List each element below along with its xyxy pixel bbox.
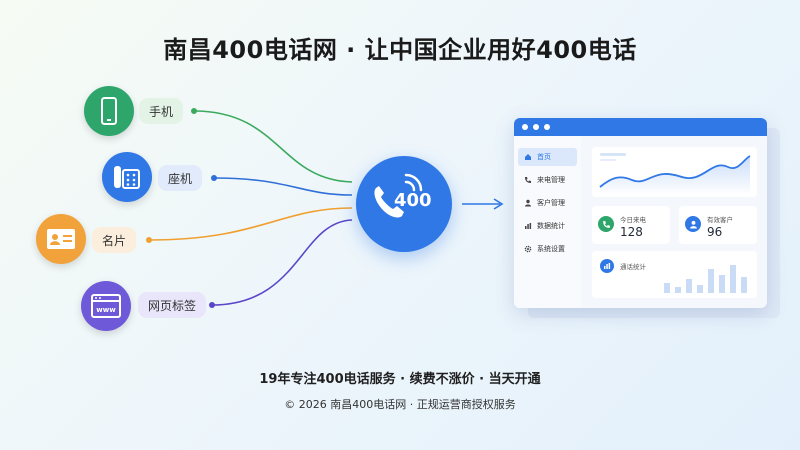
trend-line-chart [599, 153, 751, 195]
phone-call-icon [374, 186, 404, 218]
dashboard-window: 首页 来电管理 客户管理 数据统计 系统设置 [514, 118, 767, 308]
chart-subtitle-placeholder [600, 159, 616, 161]
user-icon [525, 199, 531, 207]
sidebar-item-calls[interactable]: 来电管理 [518, 171, 577, 189]
line-mobile-dot [191, 108, 197, 114]
sidebar-item-label: 客户管理 [537, 199, 565, 207]
phone-icon [598, 216, 614, 232]
stat-value: 128 [620, 225, 643, 239]
sidebar-item-customers[interactable]: 客户管理 [518, 194, 577, 212]
home-icon [525, 154, 531, 160]
window-titlebar [514, 118, 767, 136]
business-card-icon [36, 214, 86, 264]
line-mobile [193, 110, 353, 183]
call-statistics-label: 通话统计 [620, 263, 646, 271]
tagline: 19年专注400电话服务 · 续费不涨价 · 当天开通 [259, 372, 541, 387]
gear-icon [524, 245, 532, 253]
web-page-icon: www [81, 281, 131, 331]
source-label-card: 名片 [92, 227, 137, 253]
desk-phone-icon [102, 152, 152, 202]
window-dot [544, 124, 550, 130]
user-icon [685, 216, 701, 232]
mobile-phone-icon [84, 86, 134, 136]
sidebar-item-label: 数据统计 [537, 222, 565, 230]
page-title: 南昌400电话网 · 让中国企业用好400电话 [163, 36, 637, 64]
line-desk [213, 177, 353, 196]
dashboard-sidebar: 首页 来电管理 客户管理 数据统计 系统设置 [514, 136, 581, 308]
sidebar-item-settings[interactable]: 系统设置 [518, 240, 577, 258]
hub-400-circle: 400 [356, 156, 452, 252]
stat-label: 今日来电 [620, 216, 646, 224]
line-card [148, 207, 353, 241]
line-web [211, 219, 353, 306]
source-label-web: 网页标签 [138, 292, 207, 318]
trend-line [599, 155, 751, 188]
mini-bar-chart [664, 265, 747, 293]
sidebar-item-home[interactable]: 首页 [518, 148, 577, 166]
window-dot [522, 124, 528, 130]
line-desk-dot [211, 175, 217, 181]
signal-waves-icon [404, 173, 423, 192]
sidebar-item-label: 系统设置 [537, 245, 565, 253]
trend-chart-card [592, 147, 757, 197]
hub-number: 400 [394, 190, 432, 211]
sidebar-item-label: 来电管理 [537, 176, 565, 184]
source-label-mobile: 手机 [139, 98, 184, 124]
phone-icon [525, 177, 531, 183]
arrow-head [493, 198, 504, 210]
source-label-desk: 座机 [158, 165, 203, 191]
chart-title-placeholder [600, 153, 626, 156]
stat-card-customers: 有效客户 96 [679, 206, 757, 244]
stat-card-calls: 今日来电 128 [592, 206, 670, 244]
stat-value: 96 [707, 225, 723, 239]
footer-copyright: © 2026 南昌400电话网 · 正规运营商授权服务 [284, 398, 516, 411]
call-statistics-card: 通话统计 [592, 251, 757, 298]
sidebar-item-statistics[interactable]: 数据统计 [518, 217, 577, 235]
svg-text:www: www [96, 306, 116, 314]
line-card-dot [146, 237, 152, 243]
window-dot [533, 124, 539, 130]
bar-chart-icon [600, 259, 614, 273]
bar-chart-icon [525, 223, 532, 229]
line-web-dot [209, 302, 215, 308]
sidebar-item-label: 首页 [537, 153, 551, 161]
stat-label: 有效客户 [707, 216, 733, 224]
